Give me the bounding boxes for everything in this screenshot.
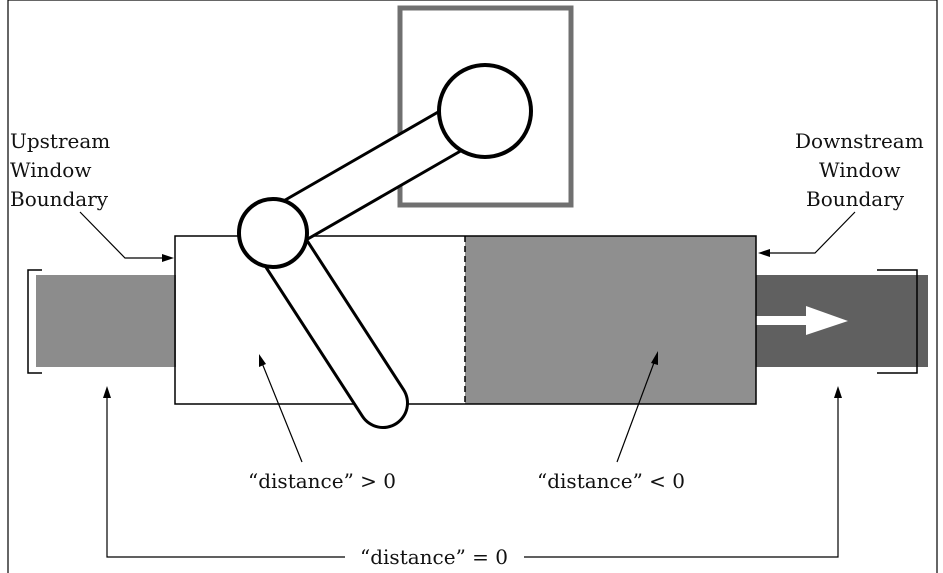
upstream-label-line-1: Upstream: [10, 129, 110, 153]
outer-frame: [7, 0, 938, 573]
upstream-conveyor: [36, 275, 176, 367]
upstream-bracket: [27, 269, 42, 374]
distance-zero-arrowhead-right: [834, 386, 842, 398]
right-arrow-icon: [756, 306, 848, 335]
distance-positive-arrowhead: [259, 354, 266, 367]
upstream-label: Upstream Window Boundary: [10, 129, 117, 211]
distance-zero-line-left: [106, 398, 345, 558]
distance-zero-arrowhead-left: [103, 386, 111, 398]
robot-elbow-joint: [237, 197, 309, 269]
upstream-leader-arrowhead: [162, 254, 174, 262]
distance-zero-line-right: [524, 398, 839, 558]
distance-positive-label: “distance” > 0: [248, 469, 396, 493]
upstream-leader-line: [79, 211, 162, 259]
downstream-label: Downstream Window Boundary: [795, 129, 930, 211]
downstream-label-line-2: Window: [819, 158, 900, 182]
downstream-label-line-3: Boundary: [806, 187, 905, 211]
downstream-shaded-region: [465, 236, 756, 404]
robot-arm: [237, 63, 533, 429]
distance-negative-label: “distance” < 0: [537, 469, 685, 493]
downstream-bracket: [877, 269, 918, 374]
upstream-label-line-2: Window: [10, 158, 91, 182]
distance-negative-pointer: [616, 359, 656, 463]
upstream-label-line-3: Boundary: [10, 187, 109, 211]
distance-positive-pointer: [261, 362, 303, 463]
downstream-leader-line: [770, 211, 856, 254]
robot-shoulder-joint: [437, 63, 533, 159]
distance-negative-arrowhead: [651, 351, 658, 365]
distance-zero-label: “distance” = 0: [360, 545, 508, 569]
downstream-label-line-1: Downstream: [795, 129, 924, 153]
robot-base-box: [397, 5, 574, 208]
downstream-leader-arrowhead: [758, 249, 770, 257]
